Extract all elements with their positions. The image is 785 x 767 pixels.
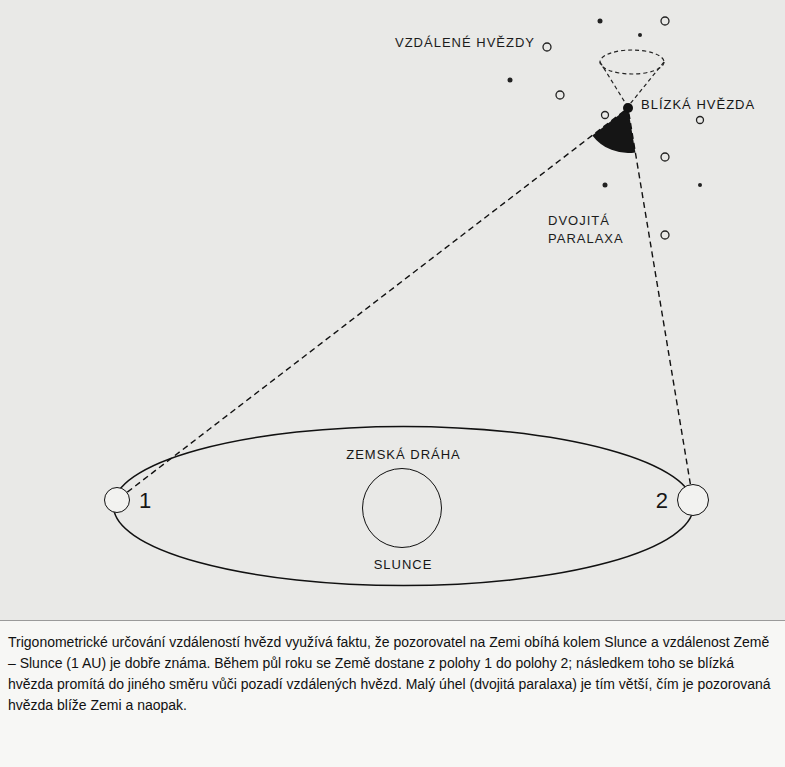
- parallax-ellipse: [600, 50, 664, 104]
- sun-circle: SLUNCE: [362, 468, 442, 548]
- sun-label: SLUNCE: [323, 557, 483, 573]
- star-label: DVOJITÁ PARALAXA: [548, 212, 640, 248]
- caption: Trigonometrické určování vzdáleností hvě…: [8, 632, 777, 716]
- orbit-ellipse: ZEMSKÁ DRÁHA SLUNCE: [112, 425, 695, 587]
- near-star: BLÍZKÁ HVĚZDA: [623, 103, 633, 113]
- earth-position: 2: [677, 484, 709, 516]
- star-label: VZDÁLENÉ HVĚZDY: [395, 34, 535, 52]
- sight-line: [629, 113, 691, 484]
- sight-line: [127, 111, 624, 492]
- star-label: BLÍZKÁ HVĚZDA: [641, 97, 755, 113]
- distant-stars: [543, 17, 704, 239]
- earth-position: 1: [104, 487, 130, 513]
- position-number: 1: [139, 488, 151, 514]
- orbit-label: ZEMSKÁ DRÁHA: [112, 447, 695, 463]
- position-number: 2: [656, 488, 668, 514]
